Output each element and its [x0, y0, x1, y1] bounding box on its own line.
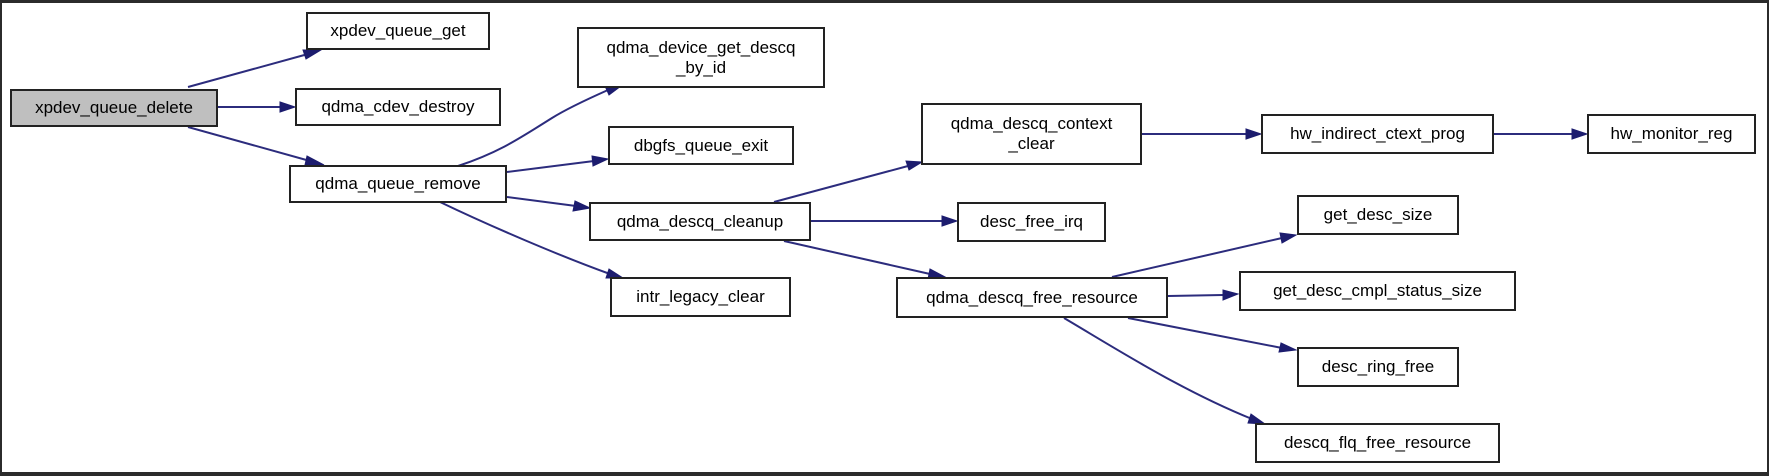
- node-label: get_desc_size: [1323, 205, 1433, 224]
- node-label: hw_indirect_ctext_prog: [1290, 124, 1465, 143]
- node-label: qdma_queue_remove: [315, 174, 481, 193]
- node-desc_free_irq[interactable]: desc_free_irq: [957, 202, 1106, 242]
- node-qdma_cdev_destroy[interactable]: qdma_cdev_destroy: [295, 88, 501, 126]
- node-qdma_descq_free_resource[interactable]: qdma_descq_free_resource: [896, 277, 1168, 318]
- node-label: dbgfs_queue_exit: [633, 135, 769, 155]
- node-get_desc_size[interactable]: get_desc_size: [1297, 195, 1459, 235]
- node-hw_monitor_reg[interactable]: hw_monitor_reg: [1587, 114, 1756, 154]
- node-label: qdma_device_get_descq _by_id: [606, 37, 796, 77]
- node-hw_indirect_ctext_prog[interactable]: hw_indirect_ctext_prog: [1261, 114, 1494, 154]
- node-qdma_descq_cleanup[interactable]: qdma_descq_cleanup: [589, 202, 811, 241]
- edge-qdma_descq_free_resource-to-get_desc_size: [1111, 232, 1298, 278]
- call-graph-canvas: [2, 3, 1767, 472]
- node-label: xpdev_queue_delete: [35, 98, 193, 117]
- edge-qdma_descq_cleanup-to-qdma_descq_free_resource: [783, 240, 947, 280]
- edge-qdma_queue_remove-to-dbgfs_queue_exit: [506, 155, 610, 173]
- edge-qdma_descq_free_resource-to-descq_flq_free_resource: [1063, 317, 1267, 425]
- node-qdma_descq_context_clear[interactable]: qdma_descq_context _clear: [921, 103, 1142, 165]
- edge-qdma_descq_free_resource-to-get_desc_cmpl_status_size: [1167, 289, 1240, 301]
- edge-hw_indirect_ctext_prog-to-hw_monitor_reg: [1494, 128, 1589, 140]
- edge-qdma_descq_cleanup-to-qdma_descq_context_clear: [773, 160, 924, 203]
- node-qdma_device_get_descq_by_id[interactable]: qdma_device_get_descq _by_id: [577, 27, 825, 88]
- edge-qdma_queue_remove-to-qdma_descq_cleanup: [506, 196, 592, 212]
- node-label: descq_flq_free_resource: [1283, 433, 1472, 452]
- node-label: hw_monitor_reg: [1610, 124, 1733, 143]
- edge-xpdev_queue_delete-to-qdma_queue_remove: [187, 126, 325, 166]
- edge-qdma_descq_cleanup-to-desc_free_irq: [810, 215, 959, 227]
- node-dbgfs_queue_exit[interactable]: dbgfs_queue_exit: [608, 126, 794, 165]
- node-qdma_queue_remove[interactable]: qdma_queue_remove: [289, 165, 507, 203]
- node-label: get_desc_cmpl_status_size: [1273, 281, 1482, 300]
- edge-qdma_descq_context_clear-to-hw_indirect_ctext_prog: [1142, 128, 1263, 140]
- node-descq_flq_free_resource[interactable]: descq_flq_free_resource: [1255, 423, 1500, 463]
- node-xpdev_queue_delete: xpdev_queue_delete: [10, 89, 218, 127]
- node-label: qdma_cdev_destroy: [321, 97, 475, 116]
- node-label: intr_legacy_clear: [636, 287, 765, 306]
- node-get_desc_cmpl_status_size[interactable]: get_desc_cmpl_status_size: [1239, 271, 1516, 311]
- edge-xpdev_queue_delete-to-qdma_cdev_destroy: [218, 101, 297, 113]
- node-xpdev_queue_get[interactable]: xpdev_queue_get: [306, 12, 490, 50]
- node-label: qdma_descq_free_resource: [926, 287, 1138, 307]
- node-label: desc_ring_free: [1321, 357, 1435, 376]
- edge-xpdev_queue_delete-to-xpdev_queue_get: [187, 49, 323, 88]
- node-label: desc_free_irq: [979, 212, 1083, 231]
- edge-qdma_queue_remove-to-intr_legacy_clear: [439, 201, 625, 279]
- node-desc_ring_free[interactable]: desc_ring_free: [1297, 347, 1459, 387]
- node-label: xpdev_queue_get: [330, 21, 466, 40]
- node-label: qdma_descq_cleanup: [616, 211, 784, 231]
- edge-qdma_descq_free_resource-to-desc_ring_free: [1127, 317, 1298, 353]
- node-intr_legacy_clear[interactable]: intr_legacy_clear: [610, 277, 791, 317]
- node-label: qdma_descq_context _clear: [950, 114, 1113, 153]
